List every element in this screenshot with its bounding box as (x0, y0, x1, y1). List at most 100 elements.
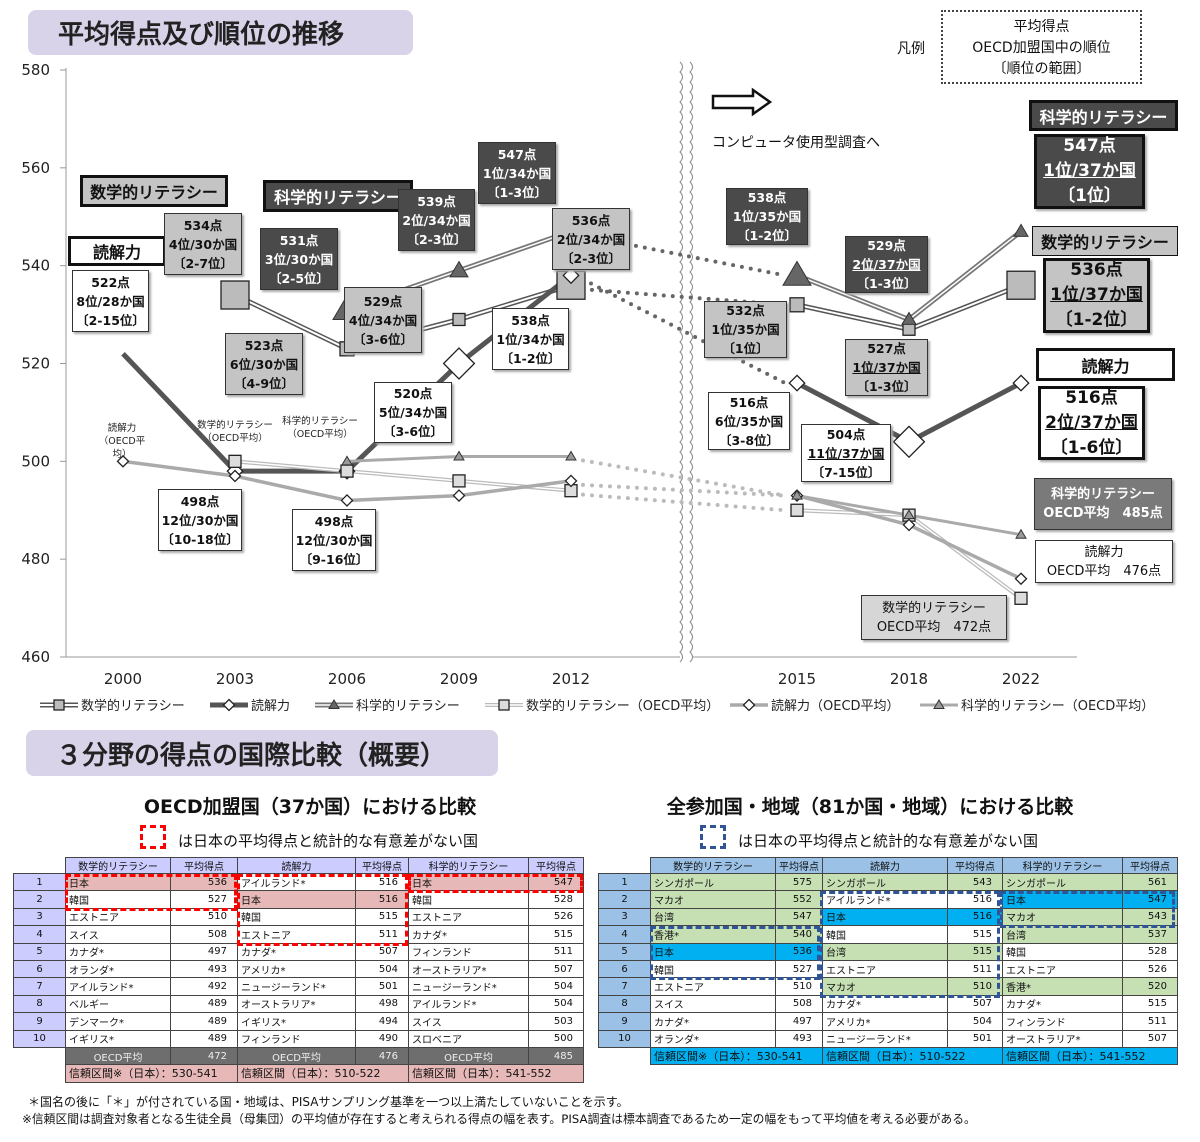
score-cell: 504 (528, 977, 584, 996)
country-cell: カナダ* (65, 942, 171, 961)
data-point-0 (53, 699, 65, 711)
annotation-score: 520点 (393, 386, 433, 401)
text: 科学的リテラシー (282, 416, 358, 427)
score-cell: 527 (775, 959, 823, 979)
footnote: ＊国名の後に「＊」が付されている国・地域は、PISAサンプリング基準を一つ以上満… (28, 1095, 629, 1109)
annotation-range: 〔3-6位〕 (352, 331, 414, 347)
legend-label: 凡例 (897, 41, 925, 57)
no-significant-difference-box (237, 874, 408, 946)
score-cell: 501 (947, 1029, 1003, 1048)
red-dash-icon (140, 825, 166, 849)
column-header: 読解力 (237, 857, 356, 874)
data-point-0 (789, 297, 805, 313)
score-cell: 504 (355, 959, 409, 979)
blue-dash-icon (700, 825, 726, 849)
label-reading-2022: 読解力 (1036, 348, 1175, 381)
data-point-1 (222, 698, 236, 712)
score-cell: 515 (947, 942, 1003, 961)
label-science-2022: 科学的リテラシー (1029, 100, 1178, 131)
annotation-rank: 1位/37か国 (1050, 285, 1143, 305)
column-header: 平均得点 (170, 857, 238, 874)
data-point-5 (791, 489, 803, 500)
table-cell (13, 1064, 66, 1083)
rank-cell: 7 (13, 977, 66, 996)
footnote: ※信頼区間は調査対象者となる生徒全員（母集団）の平均値が存在すると考えられる得点… (22, 1112, 976, 1126)
score-cell: 507 (355, 942, 409, 961)
column-header: 科学的リテラシー (408, 857, 529, 874)
country-cell: 香港* (1002, 977, 1123, 996)
legend-line: OECD加盟国中の順位 (972, 40, 1111, 56)
score-cell: 489 (170, 994, 238, 1014)
country-cell: デンマーク* (65, 1012, 171, 1031)
country-cell: 日本 (650, 942, 776, 961)
annotation-score: 536点 (1070, 260, 1123, 280)
score-cell: 492 (170, 977, 238, 996)
rank-cell: 7 (598, 977, 651, 996)
annotation-range: 〔1位〕 (1058, 186, 1121, 206)
score-cell: 552 (775, 890, 823, 909)
score-cell: 490 (355, 1029, 409, 1048)
score-cell: 507 (528, 959, 584, 979)
country-cell: エストニア (822, 959, 948, 979)
score-cell: 528 (528, 890, 584, 909)
data-point-5 (565, 450, 577, 461)
country-cell: ニュージーランド* (822, 1029, 948, 1048)
section-title-compare: ３分野の得点の国際比較（概要） (26, 730, 498, 776)
confidence-interval: 信頼区間（日本）：541-552 (1002, 1046, 1178, 1066)
country-cell: スイス (408, 1012, 529, 1031)
annotation-rank: 1位/35か国 (711, 322, 780, 337)
data-point-3 (498, 699, 510, 711)
data-point-4 (116, 454, 130, 468)
country-cell: エストニア (65, 907, 171, 927)
arrow-right-icon (711, 87, 773, 117)
label-reading: 読解力 (68, 236, 166, 266)
text: 数学的リテラシー (882, 600, 986, 616)
table-cell (13, 1047, 66, 1065)
rank-cell: 5 (13, 942, 66, 961)
y-tick-label: 540 (21, 257, 50, 275)
annotation-rank: 1位/34か国 (496, 331, 565, 347)
score-cell: 501 (355, 977, 409, 996)
dotted-connector-4 (581, 482, 787, 498)
annotation-rank: 4位/30か国 (168, 236, 238, 252)
score-cell: 536 (170, 872, 238, 892)
country-cell: アメリカ* (822, 1012, 948, 1031)
annotation-range: 〔2-15位〕 (76, 312, 145, 328)
annotation-range: 〔1-2位〕 (736, 228, 798, 243)
corner (598, 857, 651, 874)
annotation-score: 547点 (1063, 136, 1116, 156)
score-cell: 494 (355, 1012, 409, 1031)
country-cell: スイス (65, 925, 171, 944)
score-cell: 511 (528, 942, 584, 961)
score-cell: 537 (1122, 925, 1178, 944)
no-significant-difference-box (408, 874, 583, 894)
data-point-1 (788, 374, 806, 392)
country-cell: エストニア (237, 925, 356, 944)
y-tick-label: 520 (21, 355, 50, 373)
annotation-range: 〔7-15位〕 (811, 464, 881, 480)
dotted-connector-1 (581, 277, 787, 386)
score-cell: 511 (1122, 1012, 1178, 1031)
rank-cell: 6 (598, 959, 651, 979)
annotation-score: 547点 (497, 146, 537, 162)
oecd-avg-label: OECD平均 (65, 1046, 171, 1066)
annotation-rank: 2位/34か国 (402, 212, 471, 228)
column-header: 平均得点 (1122, 857, 1178, 874)
column-header: 平均得点 (528, 857, 584, 874)
country-cell: 台湾 (650, 907, 776, 927)
data-point-3 (340, 464, 354, 478)
country-cell: 日本 (408, 872, 529, 892)
annotation-range: 〔1-3位〕 (856, 379, 917, 394)
